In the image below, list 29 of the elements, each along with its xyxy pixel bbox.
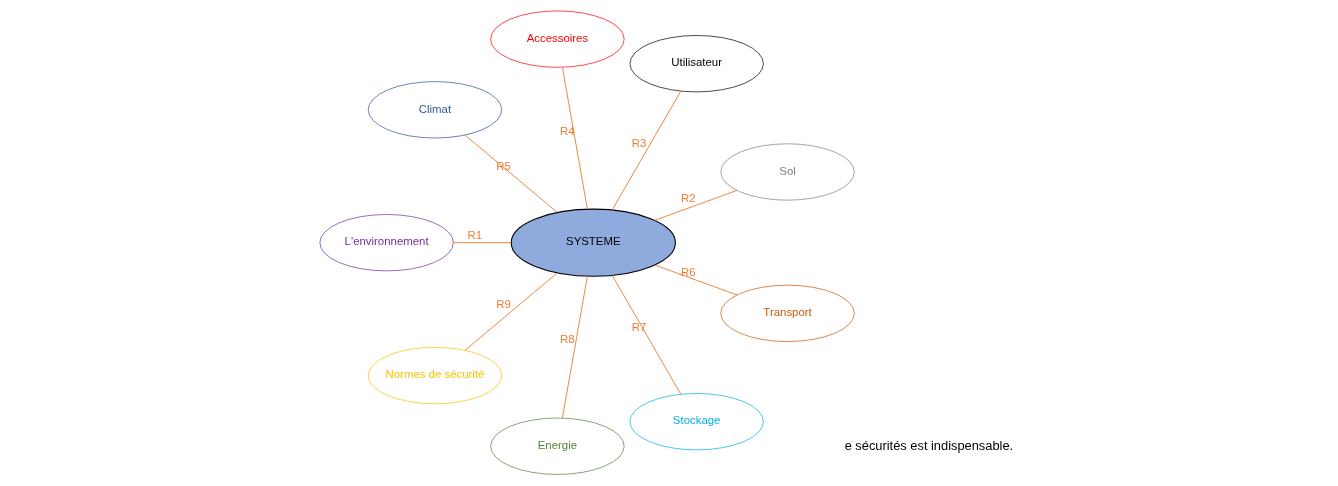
edge-label: R4: [560, 124, 575, 137]
edge-label: R3: [631, 136, 647, 149]
connector: [561, 67, 588, 210]
connector: [611, 90, 682, 211]
edge-label: R1: [467, 228, 483, 241]
connector: [464, 272, 558, 351]
label: e sécurités est indispensable.: [844, 438, 1014, 454]
node-ellipse: Energie: [490, 417, 625, 475]
edge-label: R5: [496, 160, 511, 173]
connector: [654, 189, 738, 221]
node-ellipse: Stockage: [629, 393, 764, 451]
edge-label: R6: [681, 266, 696, 279]
node-ellipse: Normes de sécurité: [367, 347, 503, 405]
node-ellipse: Accessoires: [490, 10, 625, 68]
connector: [464, 134, 558, 213]
connector: [654, 264, 738, 296]
node-ellipse: Climat: [367, 81, 503, 139]
node-ellipse: L'environnement: [319, 214, 454, 272]
connector: [561, 275, 588, 419]
node-ellipse: Utilisateur: [629, 35, 764, 93]
connector: [611, 275, 682, 395]
edge-label: R2: [681, 191, 696, 204]
edge-label: R7: [631, 321, 647, 334]
node-ellipse: Sol: [720, 143, 855, 201]
connector: [453, 242, 512, 244]
node-ellipse: Transport: [720, 284, 855, 342]
node-ellipse: SYSTEME: [510, 208, 676, 277]
edge-label: R8: [560, 333, 575, 346]
edge-label: R9: [496, 297, 511, 310]
